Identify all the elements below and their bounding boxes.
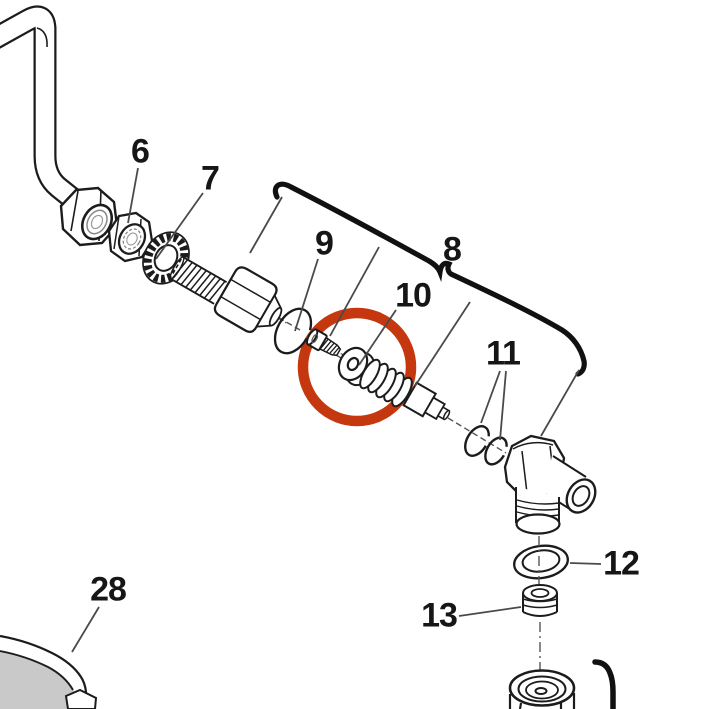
leader-9: [294, 258, 319, 332]
leader-13: [458, 606, 522, 617]
label-11: 11: [486, 334, 521, 373]
leader-6: [127, 167, 139, 224]
label-9: 9: [315, 224, 334, 263]
o-ring-11b: [484, 436, 508, 466]
o-ring-11a: [464, 425, 490, 457]
threaded-stud: [169, 256, 228, 305]
valve-screw: [305, 328, 348, 358]
leader-28: [71, 606, 100, 653]
bottom-bracket: [592, 659, 616, 709]
leader-10: [358, 309, 397, 366]
valve-stem: [402, 381, 451, 421]
group-brace-8: [272, 181, 587, 377]
spring: [359, 358, 413, 408]
label-7: 7: [201, 159, 220, 198]
leader-8b: [329, 246, 380, 337]
label-13: 13: [421, 596, 458, 635]
leader-7: [155, 192, 204, 260]
threaded-bushing-13: [522, 584, 558, 617]
o-ring-9: [273, 307, 313, 355]
elbow-fitting: [503, 434, 597, 535]
leader-8d: [540, 369, 580, 437]
hex-nut-6: [107, 211, 154, 263]
leader-12: [569, 562, 602, 565]
pipe: [0, 5, 86, 212]
leader-8a: [249, 196, 283, 254]
label-12: 12: [603, 544, 640, 583]
leader-11b: [499, 370, 507, 441]
pipe-flare-nut: [59, 186, 119, 247]
seal-washer-12: [513, 544, 569, 580]
leader-lines: [71, 167, 602, 653]
label-8: 8: [443, 230, 462, 269]
label-10: 10: [395, 276, 432, 315]
canister-28: [0, 634, 98, 709]
label-6: 6: [131, 132, 150, 171]
leader-11a: [480, 370, 501, 424]
washer-10: [337, 346, 376, 387]
leader-8c: [414, 301, 471, 387]
banjo-fitting: [213, 266, 287, 333]
label-28: 28: [90, 570, 127, 609]
highlight-circle: [297, 307, 417, 427]
bottom-hex-nut: [508, 669, 576, 709]
